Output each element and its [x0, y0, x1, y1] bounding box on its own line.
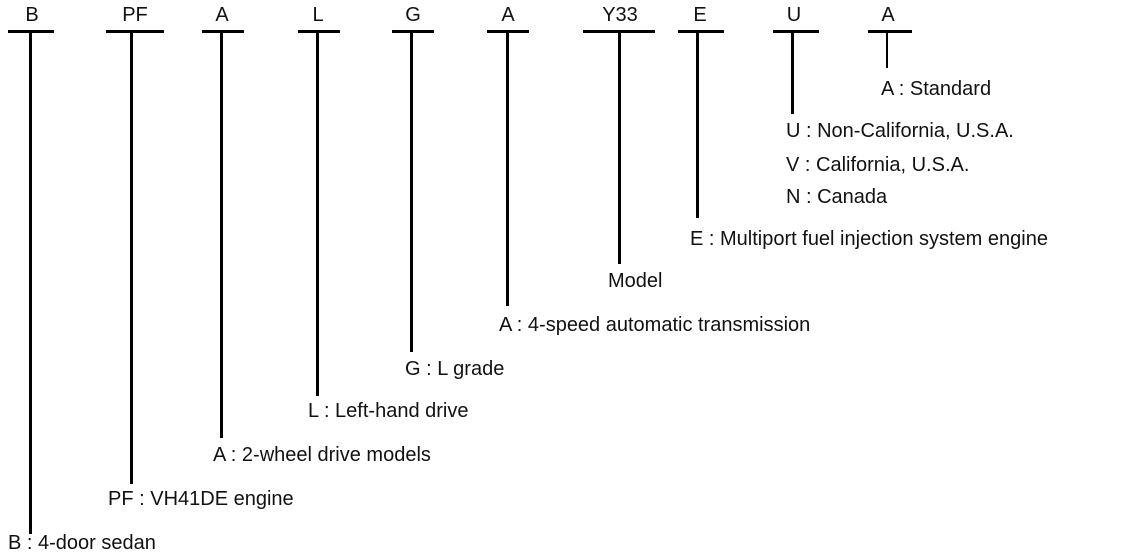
label-steering: L : Left-hand drive [308, 400, 469, 422]
leader-fuel-system [696, 32, 699, 218]
code-steering: L [312, 4, 324, 26]
code-fuel-system: E [693, 4, 707, 26]
leader-body-type [29, 32, 32, 534]
label-destination-canada: N : Canada [786, 186, 888, 208]
label-fuel-system: E : Multiport fuel injection system engi… [690, 228, 1048, 250]
label-model: Model [608, 270, 663, 292]
code-transmission: A [501, 4, 515, 26]
code-spec: A [881, 4, 895, 26]
label-transmission: A : 4-speed automatic transmission [499, 314, 811, 336]
label-drive: A : 2-wheel drive models [213, 444, 431, 466]
code-destination: U [786, 4, 802, 26]
leader-spec [886, 32, 888, 68]
leader-model [618, 32, 621, 264]
underline-spec [868, 30, 912, 33]
code-model: Y33 [602, 4, 638, 26]
leader-transmission [506, 32, 509, 306]
underline-engine [106, 30, 164, 33]
leader-steering [316, 32, 319, 396]
underline-grade [392, 30, 434, 33]
code-grade: G [405, 4, 421, 26]
underline-fuel-system [678, 30, 724, 33]
underline-model [583, 30, 655, 33]
leader-drive [220, 32, 223, 438]
underline-drive [202, 30, 244, 33]
code-drive: A [215, 4, 229, 26]
label-engine: PF : VH41DE engine [108, 488, 294, 510]
code-body-type: B [25, 4, 39, 26]
leader-destination [791, 32, 794, 114]
label-spec: A : Standard [881, 78, 992, 100]
label-destination-us: U : Non-California, U.S.A. [786, 120, 1014, 142]
label-grade: G : L grade [405, 358, 505, 380]
leader-engine [130, 32, 133, 484]
label-destination-california: V : California, U.S.A. [786, 154, 970, 176]
code-engine: PF [122, 4, 148, 26]
underline-transmission [487, 30, 529, 33]
underline-destination [773, 30, 819, 33]
underline-steering [298, 30, 340, 33]
underline-body-type [8, 30, 54, 33]
leader-grade [410, 32, 413, 352]
label-body-type: B : 4-door sedan [8, 532, 156, 554]
